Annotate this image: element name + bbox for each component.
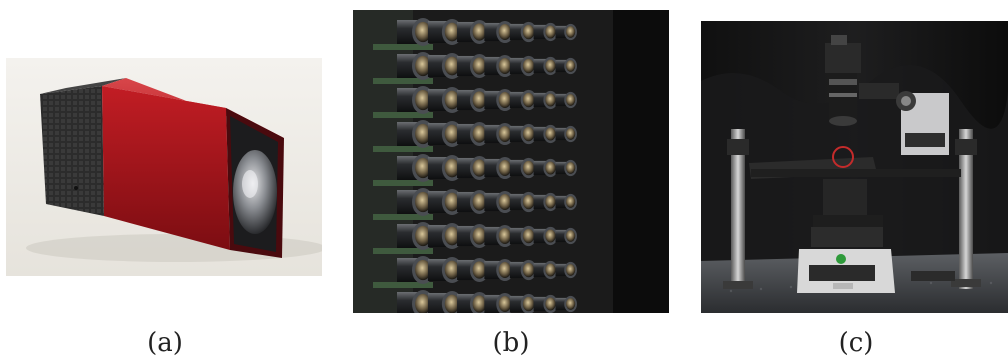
photo-camera-array — [353, 10, 669, 313]
microscope-icon — [701, 21, 1008, 313]
camera-icon — [6, 58, 322, 276]
caption-c: (c) — [838, 328, 874, 358]
caption-a: (a) — [147, 328, 183, 358]
photo-lytro-camera — [6, 58, 322, 276]
photo-microscope — [701, 21, 1008, 313]
lens-array-icon — [353, 10, 669, 313]
caption-b: (b) — [492, 328, 530, 358]
